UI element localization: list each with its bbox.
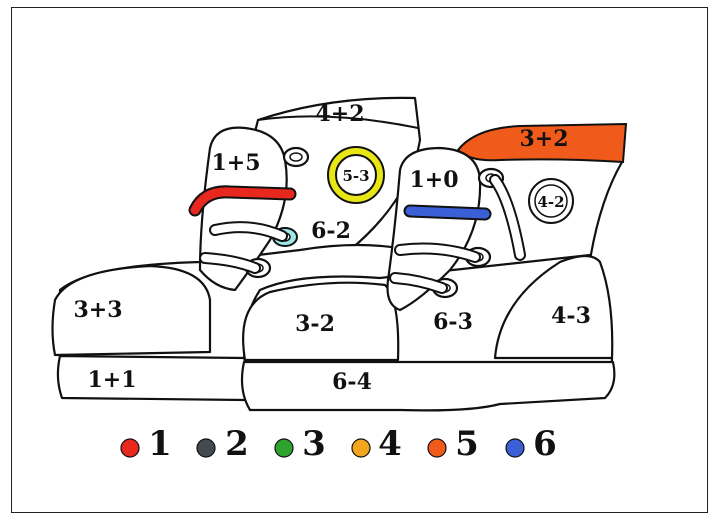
- left-boot-sole: [56, 354, 247, 402]
- right-boot-toe: [242, 281, 400, 362]
- left-boot-tongue: [198, 126, 288, 292]
- right-tongue-label: 1+0: [409, 167, 458, 193]
- right-boot-sole: [240, 360, 616, 412]
- left-eyelet-label: 5-3: [342, 167, 369, 185]
- legend-number-5: 5: [455, 424, 479, 464]
- legend-number-6: 6: [533, 424, 557, 464]
- legend-dot-blue: [505, 438, 525, 458]
- left-boot-toe: [51, 264, 212, 357]
- legend-dot-orange: [427, 438, 447, 458]
- legend-dot-red: [120, 438, 140, 458]
- right-boot-heel: [493, 254, 614, 360]
- legend-number-1: 1: [148, 424, 172, 464]
- left-collar-label: 4+2: [315, 101, 364, 127]
- legend-number-3: 3: [302, 424, 326, 464]
- right-collar-label: 3+2: [519, 126, 568, 152]
- page-frame: [11, 7, 708, 513]
- left-sole-label: 1+1: [87, 367, 136, 393]
- right-boot-tongue: [386, 146, 482, 312]
- legend-number-4: 4: [378, 424, 402, 464]
- legend-dot-gray: [196, 438, 216, 458]
- right-vamp-label: 6-3: [433, 309, 473, 335]
- right-heel-label: 4-3: [551, 303, 591, 329]
- legend-dot-green: [274, 438, 294, 458]
- right-toe-label: 3-2: [295, 311, 335, 337]
- color-legend: 1 2 3 4 5 6: [120, 424, 557, 464]
- legend-dot-yellow: [351, 438, 371, 458]
- right-boot-collar: [456, 122, 628, 164]
- left-toe-label: 3+3: [73, 297, 122, 323]
- left-tongue-label: 1+5: [211, 150, 260, 176]
- right-eyelet-label: 4-2: [537, 193, 564, 211]
- legend-number-2: 2: [225, 424, 249, 464]
- left-side-label: 6-2: [311, 218, 351, 244]
- right-sole-label: 6-4: [332, 369, 372, 395]
